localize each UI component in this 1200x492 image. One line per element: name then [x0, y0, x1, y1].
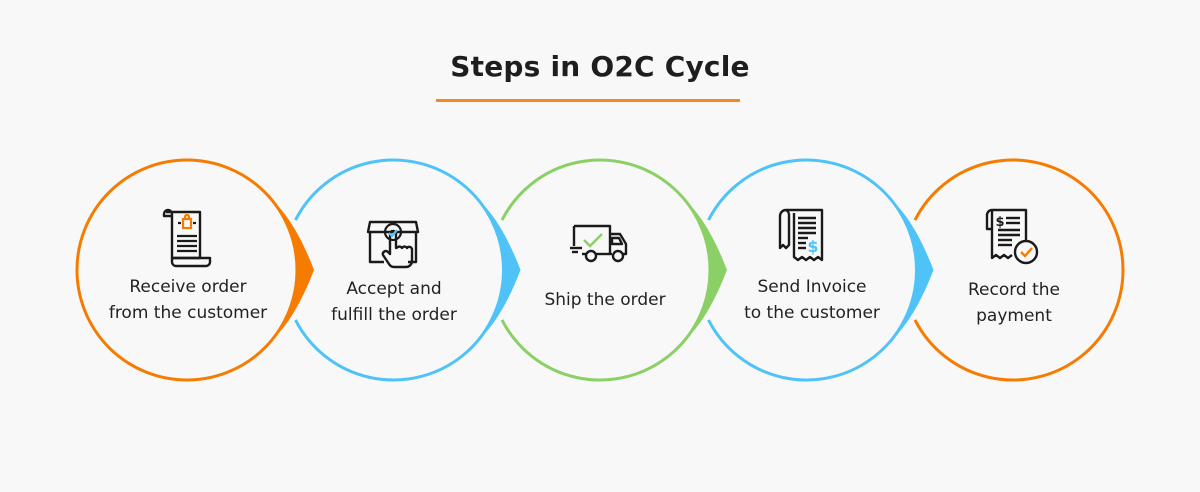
page-title: Steps in O2C Cycle	[450, 50, 750, 83]
arrow-tip-2	[477, 199, 521, 341]
step-label-line1: Accept and	[346, 279, 442, 299]
step-label-line2: payment	[976, 306, 1052, 326]
invoice-dollar-icon: $	[778, 208, 824, 262]
arrow-tip-4	[890, 199, 934, 341]
delivery-truck-icon	[570, 224, 628, 263]
order-receipt-icon	[162, 208, 212, 268]
step-label-line2: to the customer	[744, 303, 880, 323]
svg-text:$: $	[995, 215, 1004, 230]
step-ring	[75, 158, 299, 382]
step-label-line1: Send Invoice	[757, 277, 867, 297]
step-label-line2: fulfill the order	[331, 305, 457, 325]
step-ring	[913, 158, 1125, 382]
step-ring	[707, 158, 918, 382]
box-tap-icon	[366, 220, 420, 269]
arrow-tip-3	[684, 199, 727, 341]
svg-text:$: $	[807, 237, 818, 256]
title-underline	[436, 99, 740, 102]
step-label-line1: Record the	[967, 280, 1061, 300]
step-label-line1: Receive order	[129, 277, 247, 297]
payment-receipt-check-icon: $	[985, 208, 1039, 265]
arrow-tip-1	[271, 199, 314, 341]
step-label-line1: Ship the order	[544, 290, 666, 310]
step-label-line2: from the customer	[108, 303, 268, 323]
